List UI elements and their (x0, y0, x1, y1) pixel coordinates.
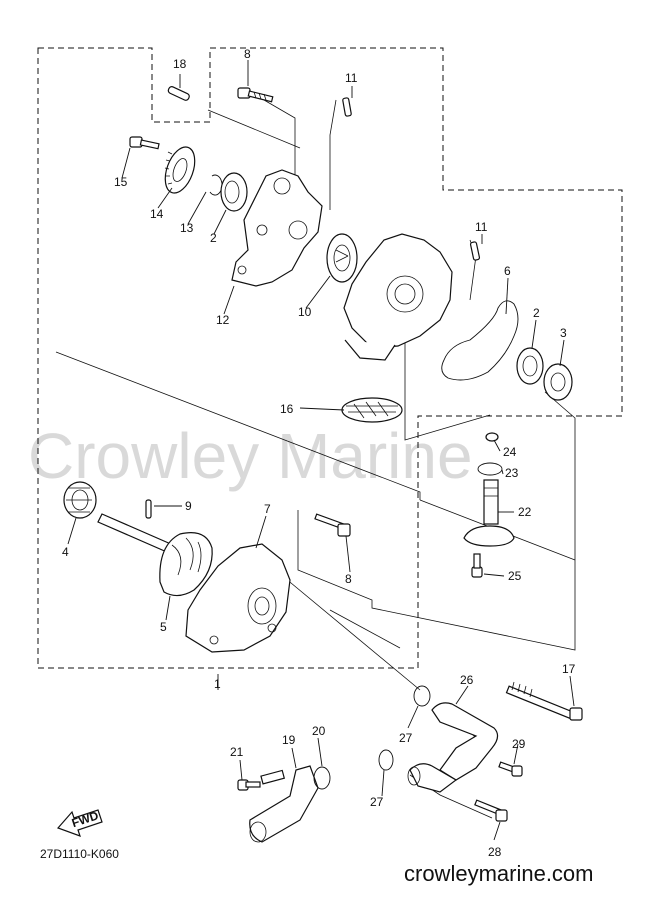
callout-8-lower: 8 (345, 572, 352, 586)
callout-19: 19 (282, 733, 296, 747)
assembly-outline-upper (37, 47, 623, 669)
callout-11-lower: 11 (475, 220, 488, 234)
callout-24: 24 (503, 445, 517, 459)
seal-4 (63, 481, 97, 519)
callout-8-upper: 8 (244, 47, 251, 61)
callout-22: 22 (518, 505, 532, 519)
oring-23 (477, 462, 503, 476)
callout-6: 6 (504, 264, 511, 278)
fitting-19 (249, 765, 319, 843)
bolt-21 (237, 779, 261, 791)
dowel-pin-18 (167, 86, 190, 101)
callout-27-lower: 27 (370, 795, 384, 809)
strainer-16 (341, 397, 403, 423)
fwd-arrow-icon: FWD (56, 808, 103, 837)
bolt-25 (471, 553, 483, 578)
oring-27-lower (378, 749, 394, 771)
callout-5: 5 (160, 620, 167, 634)
shaft-22 (463, 479, 515, 547)
pin-9 (145, 499, 152, 519)
callout-7: 7 (264, 502, 271, 516)
drawing-code: 27D1110-K060 (40, 847, 119, 861)
bolt-28 (474, 799, 508, 822)
circlip-13 (209, 174, 223, 196)
callout-17: 17 (562, 662, 576, 676)
site-url: crowleymarine.com (404, 861, 594, 886)
callout-25: 25 (508, 569, 522, 583)
callout-12: 12 (216, 313, 230, 327)
bearing-2-left (220, 172, 248, 212)
callout-21: 21 (230, 745, 244, 759)
callout-16: 16 (280, 402, 294, 416)
housing-12 (231, 169, 323, 287)
callout-11-upper: 11 (345, 71, 358, 85)
pump-body-7 (185, 543, 291, 653)
leader-lines (67, 60, 575, 841)
washer-24 (485, 432, 499, 442)
bolt-8-lower (314, 513, 351, 537)
callout-2-right: 2 (533, 306, 540, 320)
oring-27-upper (413, 685, 431, 707)
callout-28: 28 (488, 845, 502, 859)
callout-4: 4 (62, 545, 69, 559)
pin-11-lower (469, 241, 481, 261)
callout-10: 10 (298, 305, 312, 319)
gear-14 (164, 146, 196, 194)
pipe-26 (407, 702, 499, 793)
bolt-29 (498, 761, 523, 777)
impeller-5 (159, 532, 213, 597)
callout-23: 23 (505, 466, 519, 480)
callout-9: 9 (185, 499, 192, 513)
bolt-8-upper (237, 87, 274, 103)
callout-2-left: 2 (210, 231, 217, 245)
pump-cover (343, 233, 453, 361)
callout-18: 18 (173, 57, 187, 71)
callout-15: 15 (114, 175, 128, 189)
callout-1: 1 (214, 677, 221, 691)
gasket-6 (441, 300, 519, 381)
bolt-17 (505, 681, 583, 721)
callout-labels: 18 8 11 15 14 13 2 12 10 11 6 2 3 16 24 … (62, 47, 576, 859)
callout-27-upper: 27 (399, 731, 413, 745)
oring-20 (313, 766, 331, 790)
impeller-10 (326, 233, 358, 283)
bearing-2-right (516, 347, 544, 385)
watermark-text: Crowley Marine (28, 420, 473, 492)
callout-20: 20 (312, 724, 326, 738)
callout-26: 26 (460, 673, 474, 687)
seal-3 (543, 363, 573, 401)
bolt-15 (129, 136, 160, 150)
callout-29: 29 (512, 737, 526, 751)
callout-13: 13 (180, 221, 194, 235)
callout-14: 14 (150, 207, 164, 221)
callout-3: 3 (560, 326, 567, 340)
pin-11-upper (342, 97, 352, 117)
